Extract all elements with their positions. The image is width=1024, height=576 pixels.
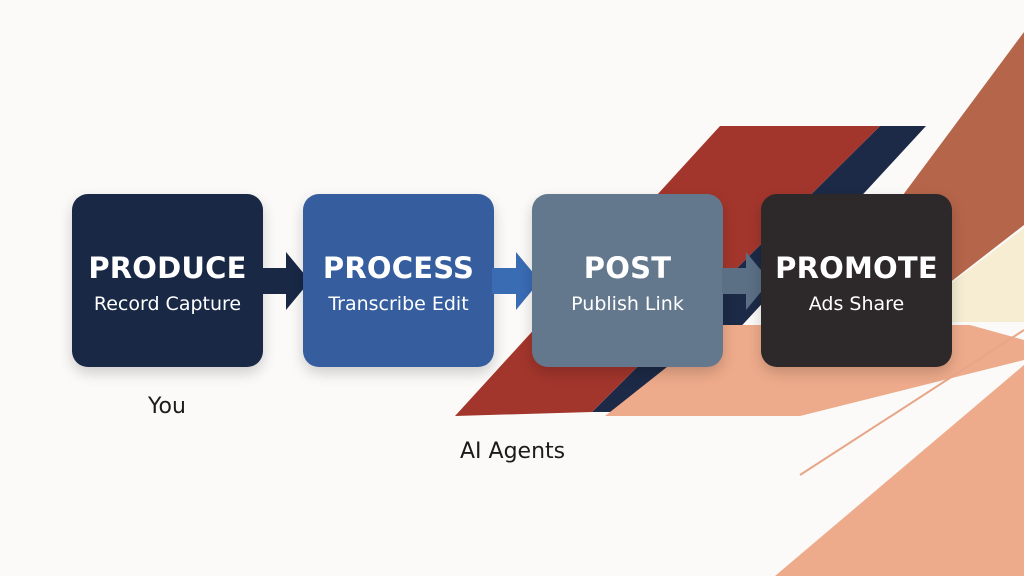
arrow-icon <box>262 252 310 310</box>
arrow-icon <box>492 252 540 310</box>
step-subtitle: Transcribe Edit <box>328 292 469 315</box>
step-process: PROCESS Transcribe Edit <box>303 194 494 367</box>
step-title: PRODUCE <box>88 250 247 285</box>
step-title: PROCESS <box>322 250 475 285</box>
label-ai-agents: AI Agents <box>460 439 566 464</box>
step-subtitle: Ads Share <box>808 292 905 315</box>
step-title: POST <box>583 250 672 285</box>
step-subtitle: Record Capture <box>93 292 242 315</box>
step-post: POST Publish Link <box>532 194 723 367</box>
peach-line <box>799 329 1024 476</box>
label-you: You <box>148 394 186 419</box>
arrow-icon <box>722 252 770 310</box>
step-title: PROMOTE <box>775 250 938 285</box>
step-subtitle: Publish Link <box>571 292 684 315</box>
step-produce: PRODUCE Record Capture <box>72 194 263 367</box>
step-promote: PROMOTE Ads Share <box>761 194 952 367</box>
peach-corner <box>775 365 1024 576</box>
